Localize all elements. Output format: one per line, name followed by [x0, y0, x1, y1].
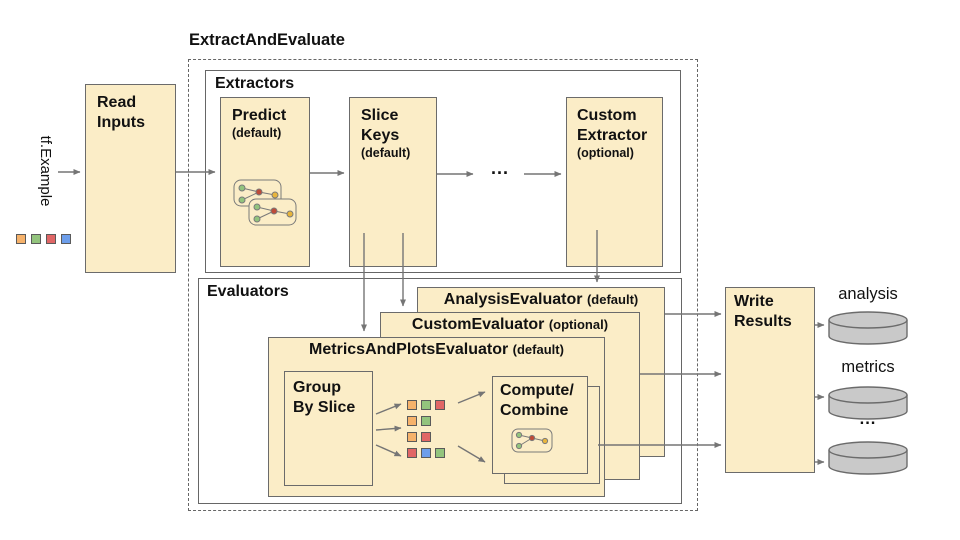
slice-group-row-2 [407, 416, 431, 426]
slice-keys-label-line2: Keys [361, 127, 400, 144]
custom-extractor-label-line2: Extractor [577, 127, 648, 144]
orange-data-square [16, 234, 26, 244]
custom-extractor-label-line1: Custom [577, 107, 637, 124]
group-by-slice-label-line2: By Slice [293, 399, 356, 416]
group-by-slice-label-line1: Group [293, 379, 341, 396]
read-inputs-label-line1: Read [97, 94, 137, 111]
custom-extractor-qualifier: (optional) [577, 146, 634, 160]
red-data-square [421, 432, 431, 442]
compute-combine-label-line2: Combine [500, 402, 569, 419]
slice-group-row-4 [407, 448, 445, 458]
extractors-section-label: Extractors [215, 75, 295, 92]
red-data-square [435, 400, 445, 410]
extract-and-evaluate-container [188, 59, 698, 511]
diagram-title: ExtractAndEvaluate [189, 31, 345, 49]
blue-data-square [61, 234, 71, 244]
slice-group-row-3 [407, 432, 431, 442]
compute-combine-box: Compute/ Combine [492, 376, 588, 474]
predict-qualifier: (default) [232, 126, 282, 140]
slice-group-row-1 [407, 400, 445, 410]
write-results-box: Write Results [725, 287, 815, 473]
extractor-chain-ellipsis: ... [490, 158, 509, 178]
slice-keys-extractor-box: Slice Keys (default) [349, 97, 437, 267]
green-data-square [421, 400, 431, 410]
custom-evaluator-qualifier: (optional) [548, 317, 609, 332]
analysis-output-label: analysis [838, 285, 898, 303]
analysis-evaluator-label: AnalysisEvaluator [443, 291, 583, 308]
analysis-db-cylinder [828, 311, 908, 345]
red-data-square [46, 234, 56, 244]
red-data-square [407, 448, 417, 458]
compute-combine-label-line1: Compute/ [500, 382, 574, 399]
tf-example-label: tf.Example [37, 135, 54, 207]
evaluators-section-label: Evaluators [207, 283, 289, 300]
read-inputs-label-line2: Inputs [97, 114, 145, 131]
green-data-square [435, 448, 445, 458]
analysis-evaluator-qualifier: (default) [586, 292, 639, 307]
other-db-cylinder [828, 441, 908, 475]
metrics-and-plots-evaluator-qualifier: (default) [512, 342, 564, 357]
evaluators-section: Evaluators [198, 278, 682, 504]
write-results-label-line2: Results [734, 313, 792, 330]
write-results-label-line1: Write [734, 293, 774, 310]
metrics-output-label: metrics [841, 358, 895, 376]
slice-keys-label-line1: Slice [361, 107, 399, 124]
outputs-ellipsis: ... [859, 410, 877, 428]
predict-extractor-box: Predict (default) [220, 97, 310, 267]
orange-data-square [407, 432, 417, 442]
metrics-and-plots-evaluator-label: MetricsAndPlotsEvaluator [309, 341, 509, 358]
custom-evaluator-label: CustomEvaluator [411, 316, 545, 333]
orange-data-square [407, 416, 417, 426]
blue-data-square [421, 448, 431, 458]
slice-keys-qualifier: (default) [361, 146, 411, 160]
green-data-square [31, 234, 41, 244]
read-inputs-box: Read Inputs [85, 84, 176, 273]
green-data-square [421, 416, 431, 426]
tf-example-legend-squares [16, 234, 71, 244]
predict-label: Predict [232, 107, 287, 124]
custom-extractor-box: Custom Extractor (optional) [566, 97, 663, 267]
group-by-slice-box: Group By Slice [284, 371, 373, 486]
orange-data-square [407, 400, 417, 410]
